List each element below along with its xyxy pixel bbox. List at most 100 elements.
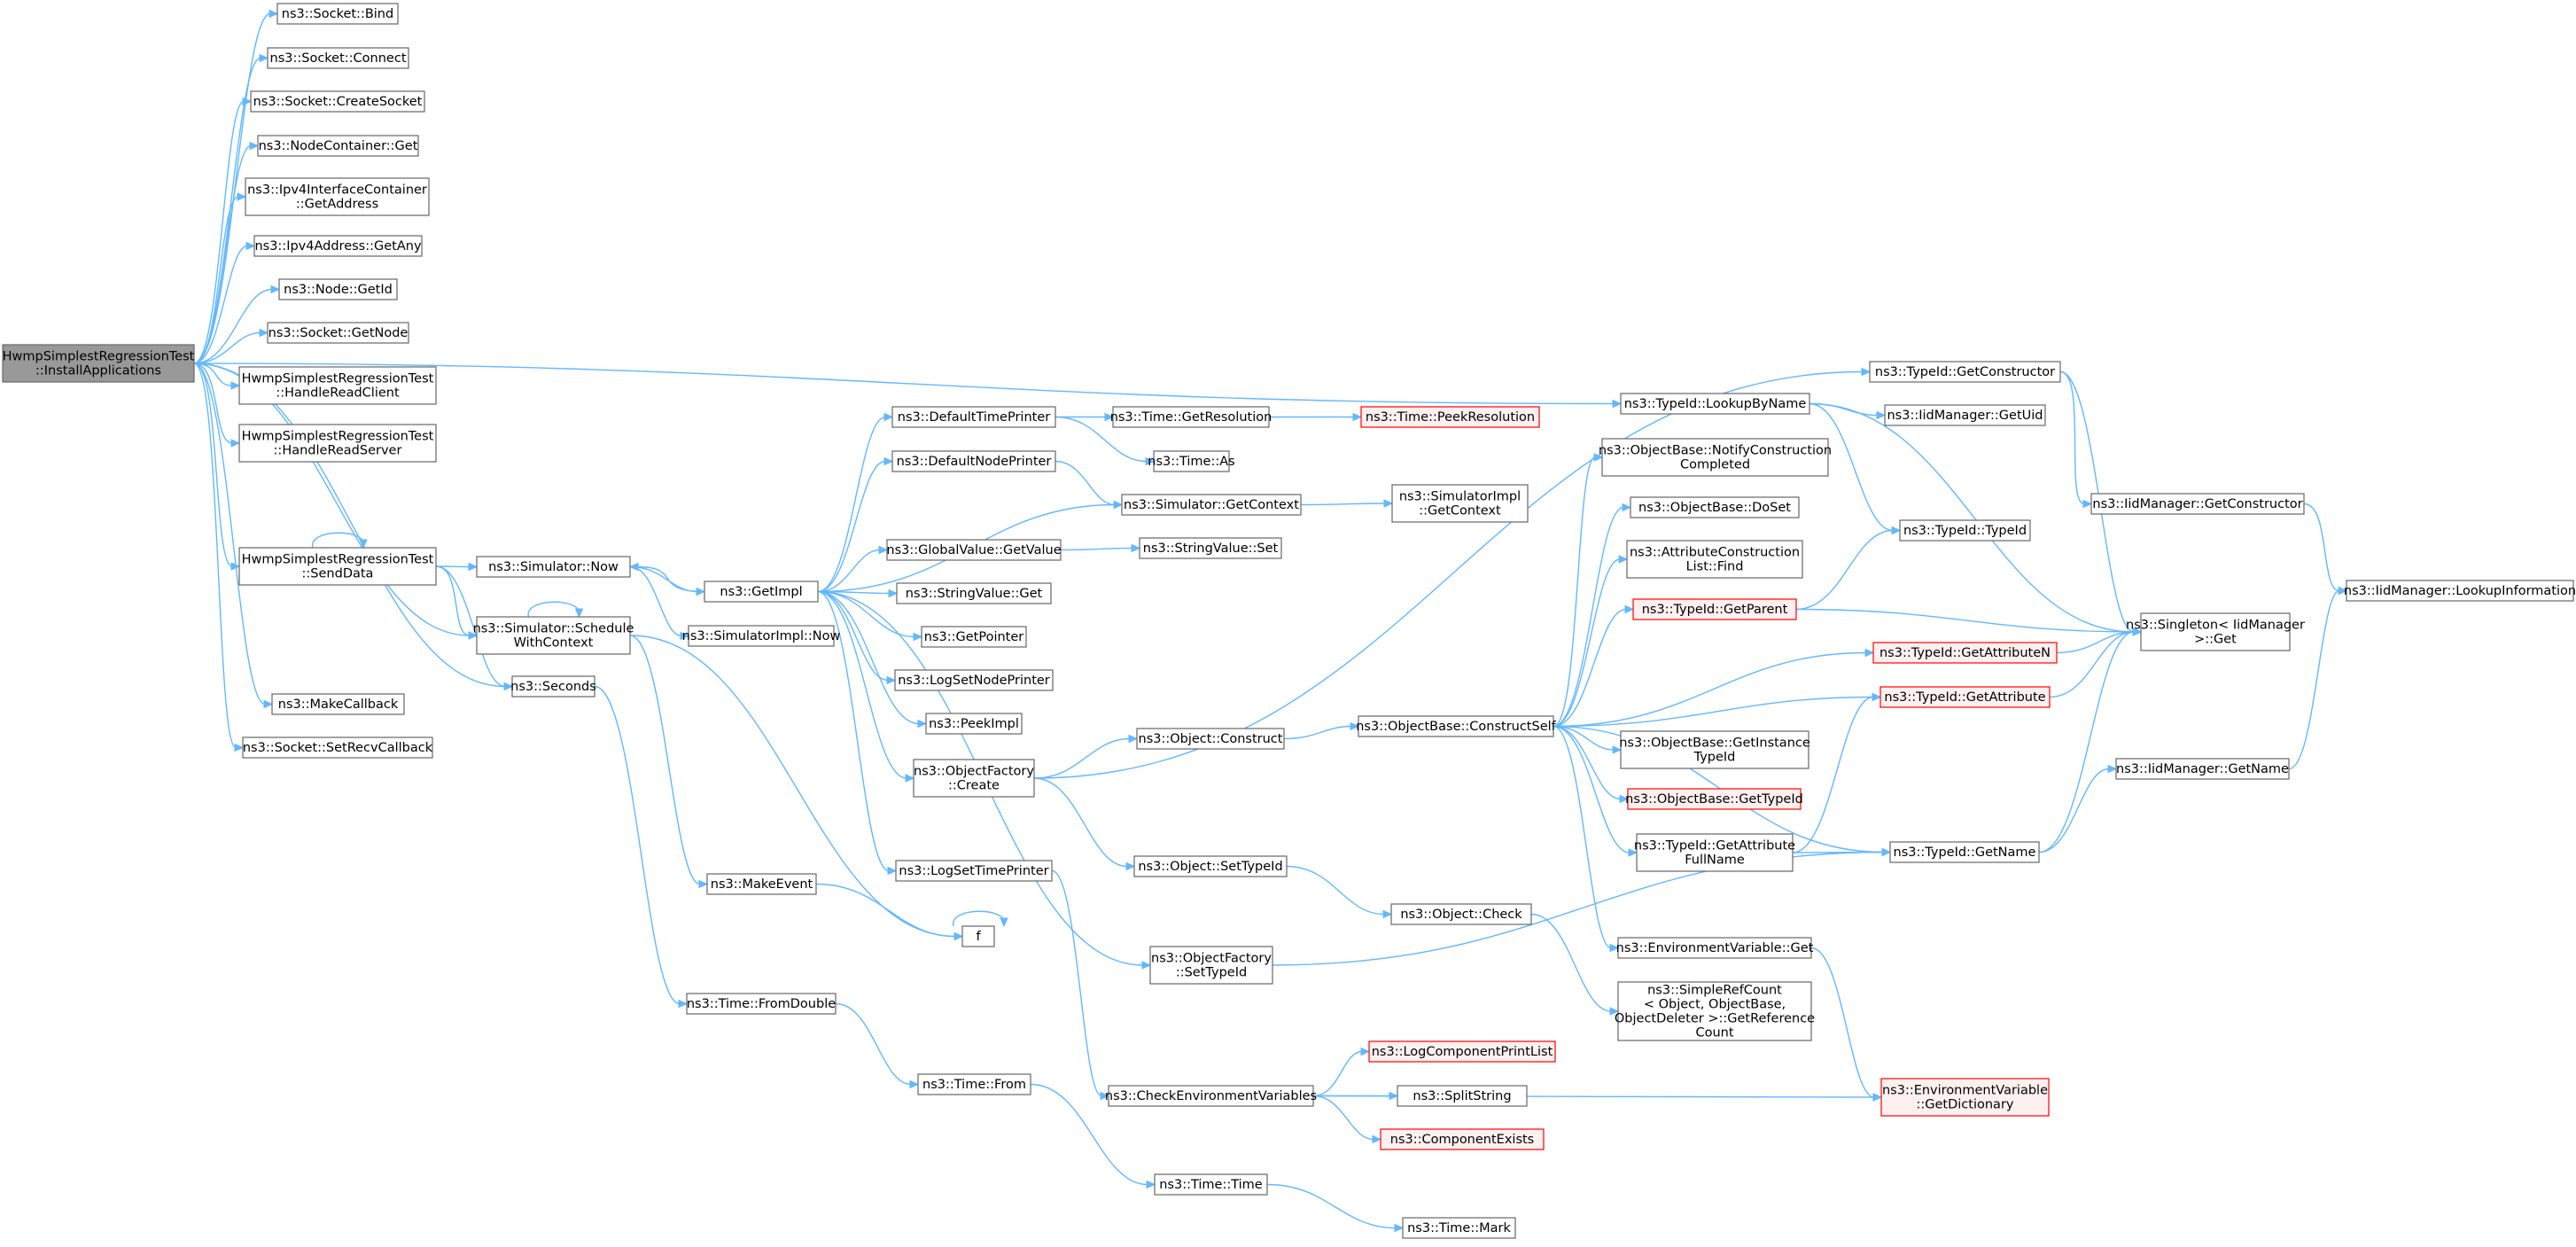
node-timeFrom[interactable]: ns3::Time::From	[917, 1073, 1031, 1095]
node-makeEvent[interactable]: ns3::MakeEvent	[706, 873, 817, 895]
node-sockBind[interactable]: ns3::Socket::Bind	[276, 3, 399, 25]
node-box	[704, 581, 819, 603]
node-sockCreate[interactable]: ns3::Socket::CreateSocket	[250, 90, 425, 113]
node-box	[894, 669, 1054, 691]
node-singletonGet[interactable]: ns3::Singleton< IidManager >::Get	[2126, 612, 2305, 651]
edge-seconds-to-timeFromDouble	[594, 685, 689, 1009]
arrowhead	[917, 719, 928, 729]
node-timePeekRes[interactable]: ns3::Time::PeekResolution	[1360, 406, 1540, 428]
node-tidGetName[interactable]: ns3::TypeId::GetName	[1889, 841, 2040, 863]
node-setRecvCb[interactable]: ns3::Socket::SetRecvCallback	[242, 737, 433, 759]
node-envVarGet[interactable]: ns3::EnvironmentVariable::Get	[1616, 937, 1814, 959]
node-typeIdLookupByName[interactable]: ns3::TypeId::LookupByName	[1620, 393, 1810, 415]
node-objBaseDoSet[interactable]: ns3::ObjectBase::DoSet	[1630, 496, 1800, 518]
node-timeGetRes[interactable]: ns3::Time::GetResolution	[1110, 406, 1272, 428]
node-iidMgrLookupInfo[interactable]: ns3::IidManager::LookupInformation	[2344, 580, 2576, 602]
node-makeCallback[interactable]: ns3::MakeCallback	[271, 693, 405, 715]
node-box	[2346, 580, 2574, 602]
edge-line	[193, 288, 273, 364]
node-envVarGetDict[interactable]: ns3::EnvironmentVariable::GetDictionary	[1880, 1078, 2050, 1117]
node-label-line: ns3::IidManager::LookupInformation	[2344, 584, 2576, 598]
node-defTimePrinter[interactable]: ns3::DefaultTimePrinter	[891, 406, 1056, 428]
node-timeMark[interactable]: ns3::Time::Mark	[1402, 1217, 1516, 1239]
node-objBaseConstructSelf[interactable]: ns3::ObjectBase::ConstructSelf	[1356, 715, 1557, 737]
node-simImplNow[interactable]: ns3::SimulatorImpl::Now	[682, 625, 841, 647]
node-simGetContext[interactable]: ns3::Simulator::GetContext	[1121, 494, 1302, 516]
node-handleReadServer[interactable]: HwmpSimplestRegressionTest::HandleReadSe…	[238, 424, 437, 463]
node-tidGetAttrN[interactable]: ns3::TypeId::GetAttributeN	[1872, 642, 2058, 664]
node-simNow[interactable]: ns3::Simulator::Now	[476, 556, 631, 578]
node-splitString[interactable]: ns3::SplitString	[1397, 1085, 1528, 1107]
node-logCompPrintList[interactable]: ns3::LogComponentPrintList	[1368, 1040, 1556, 1063]
edge-root-to-simSchedule	[193, 362, 479, 640]
node-label-line: FullName	[1685, 853, 1745, 868]
node-logSetNodePrinter[interactable]: ns3::LogSetNodePrinter	[894, 669, 1054, 691]
node-label-line: ns3::Simulator::Schedule	[473, 622, 634, 636]
node-iidMgrGetName[interactable]: ns3::IidManager::GetName	[2115, 758, 2290, 780]
node-objBaseGetTid[interactable]: ns3::ObjectBase::GetTypeId	[1625, 788, 1803, 810]
node-objFactCreate[interactable]: ns3::ObjectFactory::Create	[913, 759, 1035, 798]
node-simImplGetContext[interactable]: ns3::SimulatorImpl::GetContext	[1391, 484, 1529, 523]
node-box	[686, 993, 837, 1015]
node-strValSet[interactable]: ns3::StringValue::Set	[1139, 537, 1282, 559]
node-simpleRefCount[interactable]: ns3::SimpleRefCount< Object, ObjectBase,…	[1615, 981, 1815, 1041]
node-label-line: ns3::DefaultNodePrinter	[897, 455, 1052, 469]
edge-line	[193, 100, 245, 364]
node-ipv4IfcGetAddr[interactable]: ns3::Ipv4InterfaceContainer::GetAddress	[245, 177, 430, 216]
node-timeTime[interactable]: ns3::Time::Time	[1154, 1173, 1268, 1196]
edge-objBaseConstructSelf-to-attrConstrFind	[1553, 555, 1629, 728]
node-strValGet[interactable]: ns3::StringValue::Get	[896, 582, 1052, 604]
node-checkEnvVars[interactable]: ns3::CheckEnvironmentVariables	[1105, 1085, 1317, 1107]
node-iidMgrGetConstructor[interactable]: ns3::IidManager::GetConstructor	[2090, 493, 2305, 515]
node-timeFromDouble[interactable]: ns3::Time::FromDouble	[686, 993, 837, 1015]
node-tidTypeId[interactable]: ns3::TypeId::TypeId	[1899, 519, 2031, 542]
node-sockGetNode[interactable]: ns3::Socket::GetNode	[267, 322, 409, 344]
node-typeIdGetParent[interactable]: ns3::TypeId::GetParent	[1632, 598, 1797, 620]
arrowhead	[259, 53, 269, 63]
node-objFactSetTypeId[interactable]: ns3::ObjectFactory::SetTypeId	[1149, 946, 1273, 985]
arrowhead	[1609, 943, 1620, 953]
node-notifyConstruction[interactable]: ns3::ObjectBase::NotifyConstructionCompl…	[1599, 438, 1832, 477]
node-label-line: ::HandleReadClient	[276, 386, 400, 401]
node-root[interactable]: HwmpSimplestRegressionTest::InstallAppli…	[2, 344, 195, 383]
node-getPointer[interactable]: ns3::GetPointer	[921, 626, 1027, 648]
node-label-line: ns3::SimulatorImpl::Now	[682, 629, 841, 643]
node-peekImpl[interactable]: ns3::PeekImpl	[925, 713, 1023, 735]
node-tidGetConstructor[interactable]: ns3::TypeId::GetConstructor	[1869, 361, 2061, 383]
node-defNodePrinter[interactable]: ns3::DefaultNodePrinter	[891, 450, 1056, 472]
node-box	[267, 47, 409, 69]
node-f[interactable]: f	[961, 925, 995, 947]
edge-root-to-ipv4IfcGetAddr	[193, 192, 247, 364]
node-getImpl[interactable]: ns3::GetImpl	[704, 581, 819, 603]
node-componentExists[interactable]: ns3::ComponentExists	[1380, 1128, 1545, 1150]
node-ipv4GetAny[interactable]: ns3::Ipv4Address::GetAny	[253, 235, 423, 257]
node-nodeContGet[interactable]: ns3::NodeContainer::Get	[257, 135, 419, 157]
edge-line	[835, 1002, 912, 1086]
node-label-line: ns3::Time::PeekResolution	[1366, 410, 1535, 425]
node-box	[921, 626, 1027, 648]
node-box	[276, 3, 399, 25]
node-seconds[interactable]: ns3::Seconds	[510, 675, 596, 698]
edge-line	[193, 331, 261, 364]
node-box	[1869, 361, 2061, 383]
edge-getImpl-to-peekImpl	[817, 590, 928, 729]
node-tidGetAttr[interactable]: ns3::TypeId::GetAttribute	[1879, 686, 2051, 708]
arrowhead	[259, 328, 269, 338]
node-globalGetValue[interactable]: ns3::GlobalValue::GetValue	[886, 539, 1062, 561]
node-objConstruct[interactable]: ns3::Object::Construct	[1136, 728, 1285, 750]
node-nodeGetId[interactable]: ns3::Node::GetId	[278, 278, 398, 300]
edge-line	[1055, 460, 1116, 506]
node-iidMgrGetUid[interactable]: ns3::IidManager::GetUid	[1884, 404, 2046, 426]
node-timeAs[interactable]: ns3::Time::As	[1148, 450, 1235, 472]
node-handleReadClient[interactable]: HwmpSimplestRegressionTest::HandleReadCl…	[238, 366, 437, 405]
node-logSetTimePrinter[interactable]: ns3::LogSetTimePrinter	[895, 860, 1053, 882]
edge-typeIdGetParent-to-tidTypeId	[1795, 526, 1902, 611]
node-objCheck[interactable]: ns3::Object::Check	[1390, 903, 1532, 925]
node-sockConnect[interactable]: ns3::Socket::Connect	[267, 47, 409, 69]
node-sendData[interactable]: HwmpSimplestRegressionTest::SendData	[238, 547, 437, 586]
node-objSetTypeId[interactable]: ns3::Object::SetTypeId	[1133, 855, 1288, 877]
